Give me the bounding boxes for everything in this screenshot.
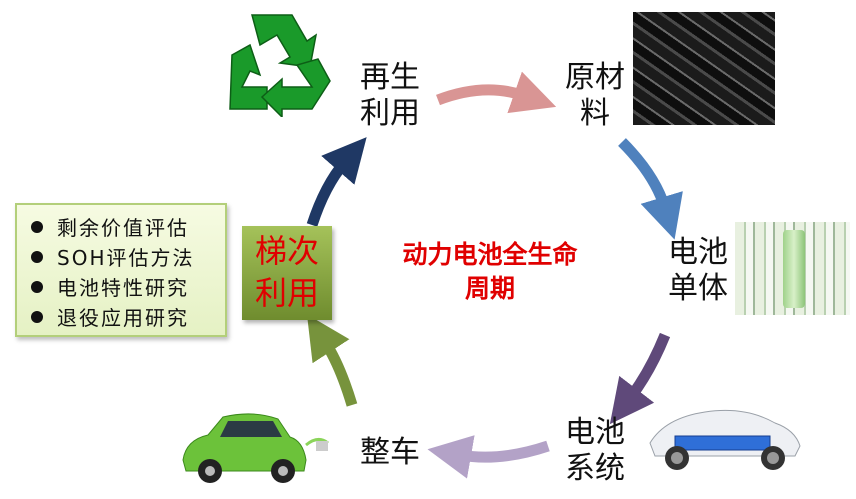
node-recycle-line2: 利用: [360, 96, 420, 131]
center-title-line2: 周期: [464, 274, 515, 303]
node-recycle: 再生 利用: [355, 60, 425, 132]
topic-label: 电池特性研究: [57, 276, 189, 300]
bullet-icon: [31, 221, 43, 233]
arrow-cell-to-system: [609, 332, 671, 425]
center-title: 动力电池全生命 周期: [360, 238, 620, 306]
topic-item: SOH评估方法: [31, 243, 225, 273]
arrow-cascade-to-recycle: [306, 137, 367, 227]
electric-car-image: [182, 413, 329, 483]
arrow-system-to-vehicle: [427, 435, 550, 479]
center-title-line1: 动力电池全生命: [402, 240, 578, 269]
node-system-line2: 系统: [565, 451, 625, 486]
node-raw-line1: 原材: [565, 60, 625, 95]
node-recycle-line1: 再生: [360, 60, 420, 95]
battery-cell-icon: [783, 230, 805, 308]
node-cell-line2: 单体: [668, 271, 728, 306]
topic-item: 剩余价值评估: [31, 213, 225, 243]
node-cascade-utilization: 梯次 利用: [242, 226, 332, 320]
node-cascade-line1: 梯次: [254, 232, 319, 270]
bullet-icon: [31, 251, 43, 263]
arrow-raw-to-cell: [618, 138, 683, 240]
node-battery-cell: 电池 单体: [663, 235, 733, 307]
node-system-line1: 电池: [565, 415, 625, 450]
topic-label: 退役应用研究: [57, 306, 189, 330]
node-cell-line1: 电池: [668, 235, 728, 270]
arrow-recycle-to-raw: [436, 71, 557, 114]
battery-cell-image: [735, 222, 850, 315]
recycle-icon: [229, 14, 331, 117]
arrow-vehicle-to-cascade: [306, 314, 358, 407]
topic-label: 剩余价值评估: [57, 216, 189, 240]
topic-label: SOH评估方法: [57, 246, 195, 270]
node-vehicle: 整车: [355, 435, 425, 471]
node-raw-material: 原材 料: [560, 60, 630, 132]
node-raw-line2: 料: [580, 96, 610, 131]
topic-item: 电池特性研究: [31, 273, 225, 303]
bullet-icon: [31, 311, 43, 323]
node-cascade-line2: 利用: [254, 274, 319, 312]
cascade-topics-box: 剩余价值评估 SOH评估方法 电池特性研究 退役应用研究: [15, 203, 227, 337]
bullet-icon: [31, 281, 43, 293]
battery-system-image: [649, 409, 801, 470]
raw-material-image: [633, 12, 775, 125]
node-battery-system: 电池 系统: [560, 415, 630, 487]
topic-item: 退役应用研究: [31, 303, 225, 333]
node-vehicle-line1: 整车: [360, 435, 420, 470]
